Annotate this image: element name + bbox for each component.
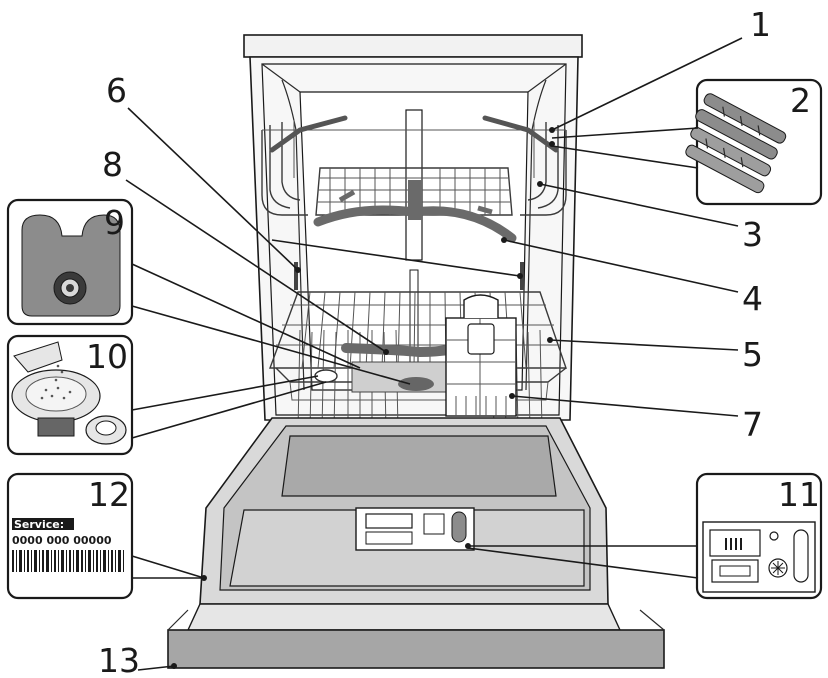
leader-9 — [131, 263, 361, 369]
leader-6 — [127, 107, 299, 271]
lower-rack — [268, 291, 567, 431]
callout-10: 10 — [86, 337, 128, 376]
callout-12: 12 — [88, 475, 130, 514]
plinth — [167, 629, 665, 669]
leader-5 — [549, 339, 739, 351]
leader-8 — [125, 179, 387, 353]
leader-10a — [131, 375, 319, 411]
barcode — [12, 550, 124, 572]
upper-rack — [261, 115, 567, 290]
leader-10b — [131, 381, 327, 439]
callout-4: 4 — [742, 279, 763, 318]
leader-12 — [131, 555, 205, 579]
callout-2: 2 — [790, 81, 811, 120]
inset-cup-shelves — [685, 78, 823, 206]
leader-2b — [551, 145, 699, 169]
leader-4 — [503, 239, 739, 293]
callout-8: 8 — [102, 145, 123, 184]
inset-rating-plate: Service: 0000 000 00000 — [6, 472, 134, 600]
leader-3 — [539, 183, 739, 227]
inset-dispenser — [695, 472, 823, 600]
callout-3: 3 — [742, 215, 763, 254]
inset-salt-container — [6, 334, 134, 456]
leader-11b — [467, 547, 699, 579]
service-code: 0000 000 00000 — [12, 534, 112, 547]
callout-7: 7 — [742, 405, 763, 444]
callout-11: 11 — [778, 475, 820, 514]
callout-numbers: 1 2 3 4 5 6 7 8 9 10 11 12 13 — [86, 5, 820, 678]
leader-6b — [271, 239, 521, 277]
callout-9: 9 — [104, 203, 125, 242]
dishwasher-door — [167, 417, 665, 669]
callout-1: 1 — [750, 5, 771, 44]
callout-6: 6 — [106, 71, 127, 110]
leader-13 — [137, 665, 175, 671]
leader-7 — [511, 395, 739, 417]
callout-13: 13 — [98, 641, 140, 678]
cutlery-basket — [445, 294, 517, 417]
leader-lines — [125, 37, 743, 671]
leader-1 — [551, 37, 743, 131]
detergent-dispenser — [355, 507, 475, 551]
leader-9b — [131, 305, 411, 385]
service-label: Service: — [14, 518, 64, 531]
leader-2a — [551, 127, 699, 139]
inset-filter — [6, 198, 134, 326]
callout-5: 5 — [742, 335, 763, 374]
